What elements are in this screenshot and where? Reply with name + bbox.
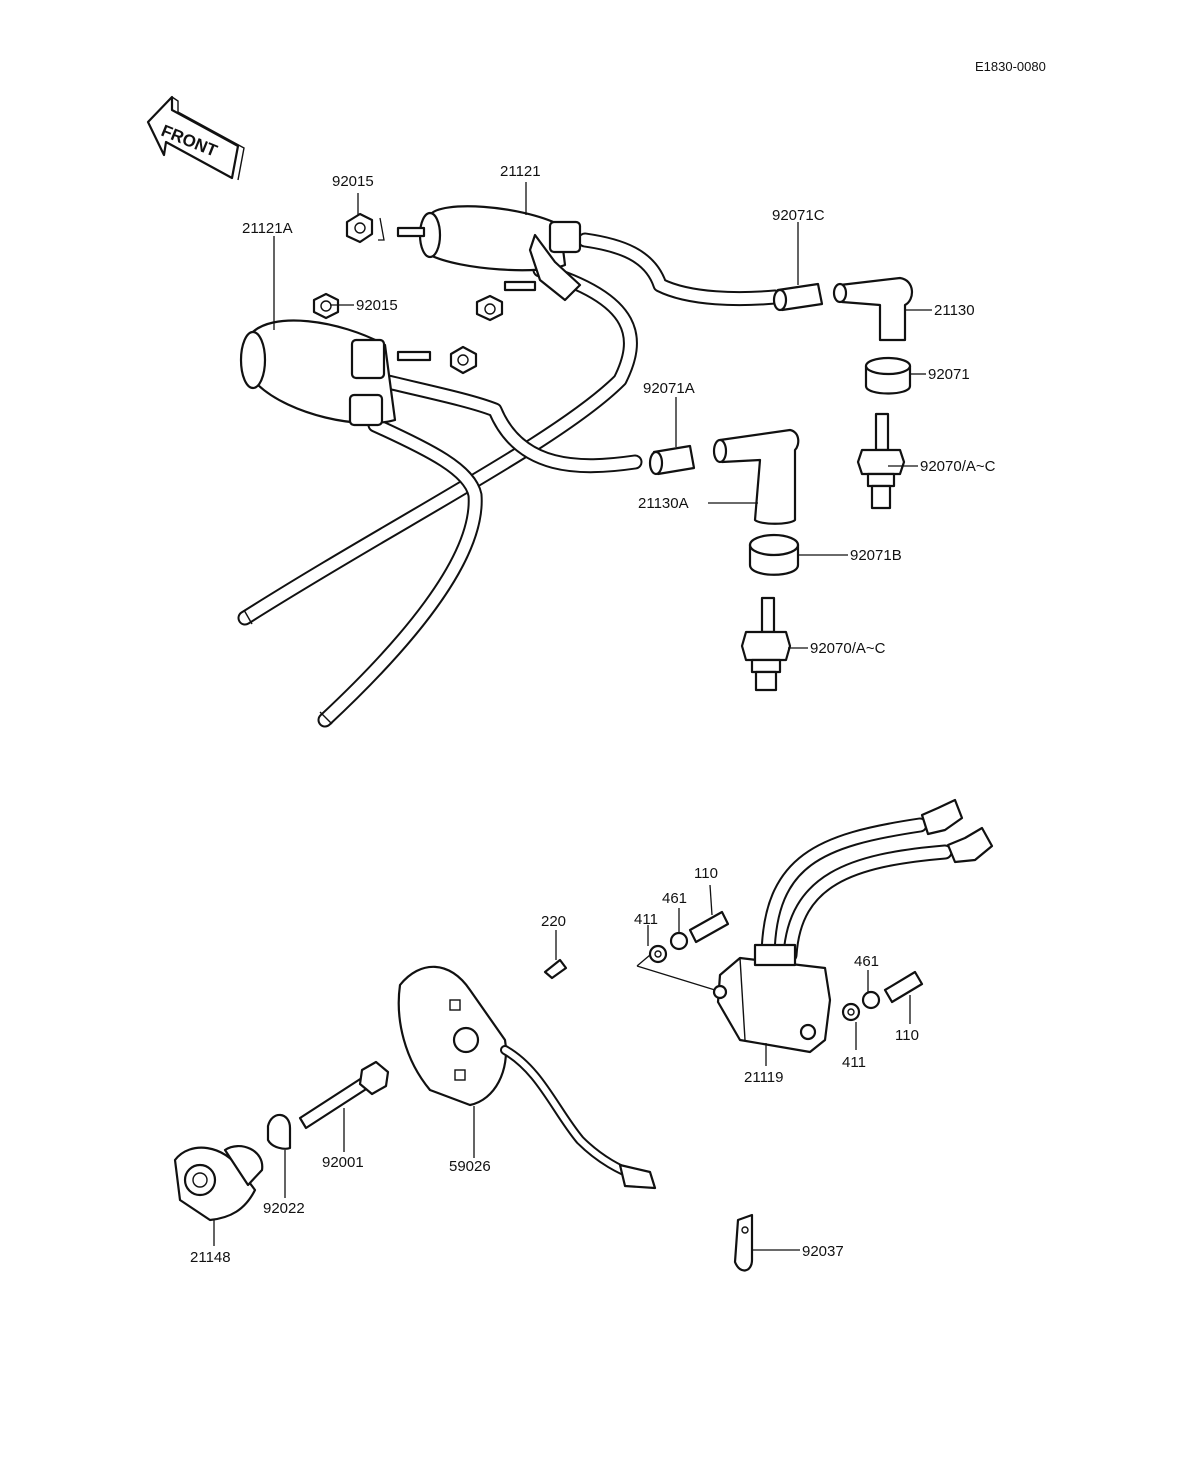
nut-92015-top <box>345 212 504 322</box>
ignition-coil-21121A <box>239 319 432 427</box>
label-92022: 92022 <box>263 1200 305 1217</box>
label-92070-upper: 92070/A~C <box>920 458 996 475</box>
label-461-right: 461 <box>854 953 879 970</box>
label-21130A: 21130A <box>638 495 689 512</box>
pickup-coil-59026 <box>397 965 657 1190</box>
label-92071: 92071 <box>928 366 970 383</box>
nut-92015-mid <box>312 292 478 375</box>
bolt-92001 <box>298 1060 390 1130</box>
front-arrow-icon: FRONT <box>146 95 245 181</box>
label-92015-mid: 92015 <box>356 297 398 314</box>
plug-cap-seal-92071B <box>748 533 800 576</box>
bottom-leader-lines <box>213 884 911 1251</box>
label-110-left: 110 <box>694 865 718 882</box>
label-92037: 92037 <box>802 1243 844 1260</box>
diagram-reference-code: E1830-0080 <box>975 59 1046 74</box>
regulator-fasteners <box>543 910 924 1022</box>
label-21121: 21121 <box>500 163 541 180</box>
label-21119: 21119 <box>744 1069 784 1086</box>
ignition-coil-21121 <box>396 205 582 302</box>
spark-plug-92070-upper <box>856 412 906 510</box>
label-21130: 21130 <box>934 302 975 319</box>
spacer-92022 <box>266 1113 292 1150</box>
label-411-left: 411 <box>634 911 658 928</box>
label-92071A: 92071A <box>643 380 695 397</box>
label-220: 220 <box>541 913 566 930</box>
plug-cap-seal-92071C <box>772 282 824 312</box>
label-21121A: 21121A <box>242 220 293 237</box>
label-92001: 92001 <box>322 1154 364 1171</box>
label-411-right: 411 <box>842 1054 866 1071</box>
spark-plug-cap-21130 <box>832 276 913 342</box>
plug-cap-seal-92071A <box>648 444 696 476</box>
label-92070-lower: 92070/A~C <box>810 640 886 657</box>
plug-cap-seal-92071 <box>864 356 912 395</box>
timing-rotor-21148 <box>173 1145 264 1222</box>
label-461-left: 461 <box>662 890 687 907</box>
label-59026: 59026 <box>449 1158 491 1175</box>
regulator-21119 <box>712 798 994 1054</box>
label-21148: 21148 <box>190 1249 231 1266</box>
spark-plug-cap-21130A <box>712 428 800 525</box>
label-92015-top: 92015 <box>332 173 374 190</box>
spark-plug-92070-lower <box>740 596 792 692</box>
top-leader-lines <box>273 182 932 649</box>
leader-92015-top <box>378 217 385 241</box>
ignition-cables <box>237 232 783 728</box>
clamp-92037 <box>733 1213 754 1272</box>
label-110-right: 110 <box>895 1027 919 1044</box>
label-92071C: 92071C <box>772 207 825 224</box>
label-92071B: 92071B <box>850 547 902 564</box>
